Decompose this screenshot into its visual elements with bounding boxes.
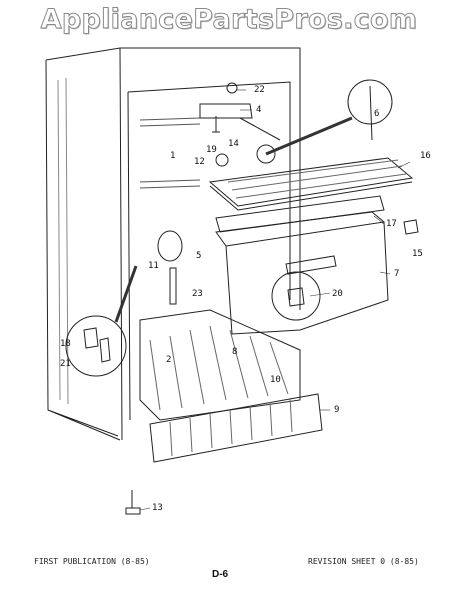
callout-14: 14 [228,139,239,149]
callout-23: 23 [192,289,203,299]
callout-2: 2 [166,355,171,365]
callout-15: 18 [60,339,71,349]
cabinet-inner-wall [127,81,291,421]
callout-10: 10 [270,375,281,385]
wire-shelf [208,157,414,211]
cabinet-outline [45,47,301,441]
callout-20: 21 [60,359,71,369]
callout-22: 22 [254,85,265,95]
footer-revision-sheet: REVISION SHEET 0 (8-85) [308,557,419,566]
kick-plate [149,393,323,463]
callout-4: 4 [256,105,261,115]
callout-17: 16 [420,151,431,161]
watermark-logo: AppliancePartsPros.com [40,4,418,36]
callout-labels: 22 4 14 19 1 12 6 16 17 15 5 7 11 20 23 … [60,85,431,513]
callout-9: 8 [232,347,237,357]
callout-6: 6 [374,109,379,119]
callout-19: 19 [206,145,217,155]
footer-first-publication: FIRST PUBLICATION (8-85) [34,557,150,566]
callout-7: 7 [394,269,399,279]
callout-11: 11 [148,261,159,271]
callout-8: 9 [334,405,339,415]
callout-16: 15 [412,249,423,259]
basket [139,309,301,421]
callout-18: 17 [386,219,397,229]
callout-21: 20 [332,289,343,299]
page-number: D-6 [212,569,229,580]
drawer-handle [285,255,337,275]
callout-1: 1 [170,151,175,161]
callout-12: 12 [194,157,205,167]
callout-5: 5 [196,251,201,261]
callout-13: 13 [152,503,163,513]
